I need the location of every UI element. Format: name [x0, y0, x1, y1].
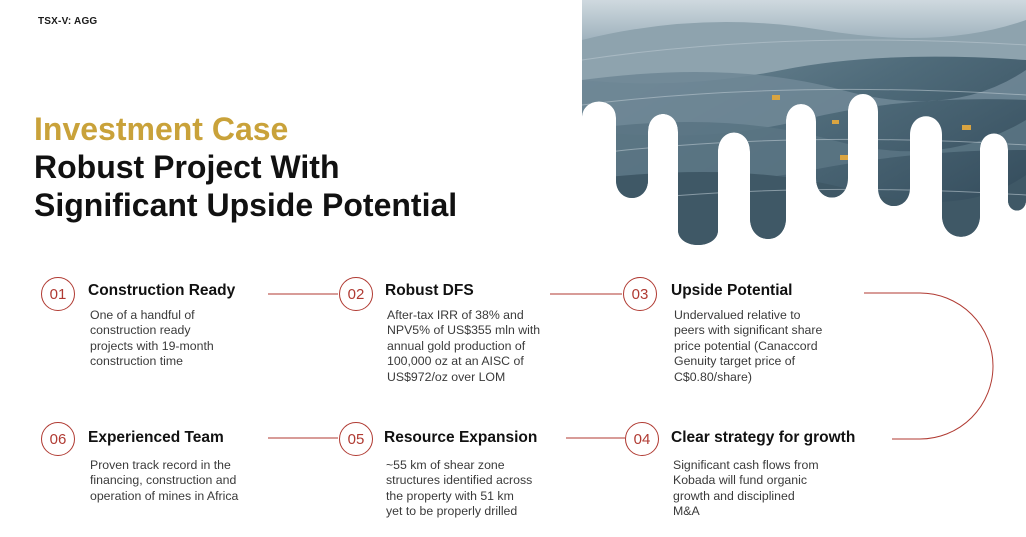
step-body-03-line: C$0.80/share)	[674, 369, 752, 384]
step-title-06: Experienced Team	[88, 429, 224, 446]
step-body-01-line: projects with 19-month	[90, 338, 214, 353]
step-body-01-line: construction ready	[90, 323, 191, 338]
step-number-01: 01	[41, 277, 75, 311]
step-body-01-line: construction time	[90, 354, 183, 369]
step-title-01: Construction Ready	[88, 282, 236, 299]
connector-03-04	[864, 292, 994, 440]
step-body-01-line: One of a handful of	[90, 308, 195, 322]
step-number-03: 03	[623, 277, 657, 311]
step-title-04: Clear strategy for growth	[671, 429, 856, 446]
step-body-02: After-tax IRR of 38% and NPV5% of US$355…	[387, 308, 577, 385]
step-body-06: Proven track record in the financing, co…	[90, 458, 280, 504]
step-title-02: Robust DFS	[385, 282, 474, 299]
step-body-05: ~55 km of shear zone structures identifi…	[386, 458, 576, 520]
step-body-05-line: the property with 51 km	[386, 488, 514, 503]
heading-eyebrow: Investment Case	[34, 111, 289, 147]
step-body-03: Undervalued relative to peers with signi…	[674, 308, 864, 385]
step-body-06-line: Proven track record in the	[90, 458, 231, 472]
step-body-04-line: Significant cash flows from	[673, 458, 819, 472]
step-body-03-line: peers with significant share	[674, 323, 823, 338]
step-body-04-line: M&A	[673, 504, 700, 519]
step-body-04-line: Kobada will fund organic	[673, 473, 807, 488]
step-body-05-line: ~55 km of shear zone	[386, 458, 505, 472]
step-number-02: 02	[339, 277, 373, 311]
step-body-03-line: Genuity target price of	[674, 354, 795, 369]
step-number-05: 05	[339, 422, 373, 456]
step-number-06: 06	[41, 422, 75, 456]
step-title-03: Upside Potential	[671, 282, 793, 299]
page-heading: Investment Case Robust Project With Sign…	[34, 110, 457, 224]
step-body-05-line: structures identified across	[386, 473, 533, 488]
step-body-03-line: Undervalued relative to	[674, 308, 801, 322]
step-body-02-line: US$972/oz over LOM	[387, 369, 506, 384]
heading-line-2: Significant Upside Potential	[34, 187, 458, 223]
step-body-02-line: After-tax IRR of 38% and	[387, 308, 524, 322]
step-number-04: 04	[625, 422, 659, 456]
mine-photo-image	[582, 0, 1026, 245]
step-body-03-line: price potential (Canaccord	[674, 338, 818, 353]
heading-line-1: Robust Project With	[34, 149, 340, 185]
step-body-04: Significant cash flows from Kobada will …	[673, 458, 863, 520]
step-body-05-line: yet to be properly drilled	[386, 504, 518, 519]
step-title-05: Resource Expansion	[384, 429, 538, 446]
step-body-06-line: operation of mines in Africa	[90, 488, 239, 503]
mine-photo	[582, 0, 1026, 245]
ticker-symbol: TSX-V: AGG	[38, 16, 98, 27]
step-body-02-line: annual gold production of	[387, 338, 526, 353]
step-body-02-line: 100,000 oz at an AISC of	[387, 354, 524, 369]
step-body-01: One of a handful of construction ready p…	[90, 308, 260, 370]
step-body-04-line: growth and disciplined	[673, 488, 795, 503]
step-body-02-line: NPV5% of US$355 mln with	[387, 323, 541, 338]
step-body-06-line: financing, construction and	[90, 473, 237, 488]
